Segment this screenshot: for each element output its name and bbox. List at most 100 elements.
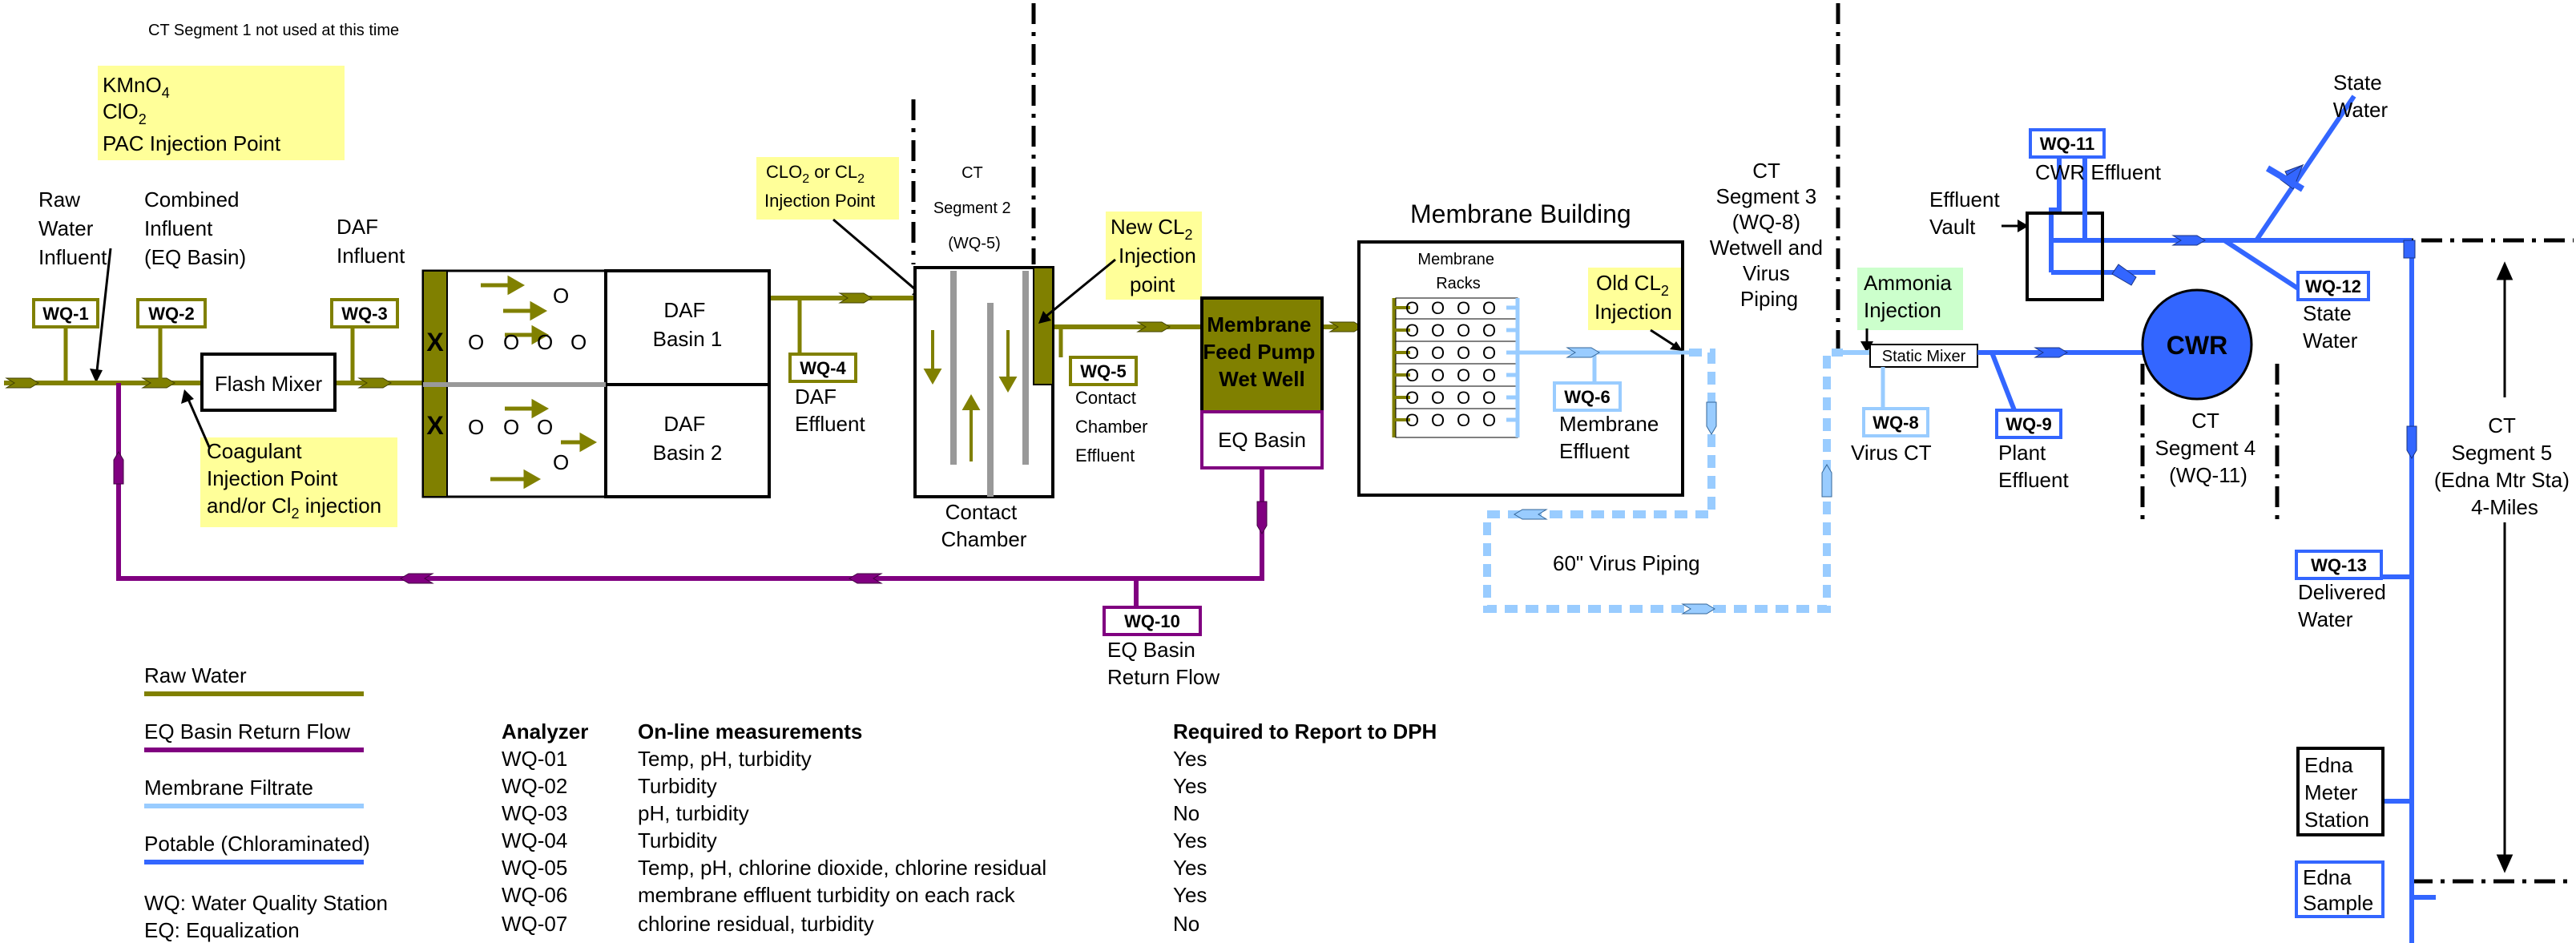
pac-arrowhead <box>90 369 103 383</box>
rack-rows <box>1394 306 1410 421</box>
contact-chamber-label: Contact Chamber <box>941 500 1027 551</box>
svg-text:O: O <box>1457 388 1470 408</box>
table-row-4-analyzer: WQ-04 <box>502 828 567 852</box>
membrane-racks <box>1395 297 1518 438</box>
svg-text:WQ-5: WQ-5 <box>1080 361 1126 381</box>
svg-text:O: O <box>1482 298 1496 318</box>
cwr-effluent-label: CWR Effluent <box>2035 160 2162 184</box>
table-row-5-analyzer: WQ-05 <box>502 856 567 880</box>
svg-text:O: O <box>570 330 587 354</box>
svg-text:O: O <box>1482 320 1496 341</box>
wq11-station: WQ-11 <box>2029 128 2106 159</box>
table-row-3-analyzer: WQ-03 <box>502 801 567 825</box>
svg-text:WQ-2: WQ-2 <box>148 304 194 324</box>
svg-text:O: O <box>1482 388 1496 408</box>
table-row-2-analyzer: WQ-02 <box>502 774 567 798</box>
virus-piping-loop <box>1483 349 1843 613</box>
svg-text:O: O <box>1457 343 1470 363</box>
svg-text:O: O <box>468 330 484 354</box>
wq10-station: WQ-10 <box>1103 606 1202 636</box>
table-row-2-required: Yes <box>1173 774 1207 798</box>
ct-segment5-label-bg <box>2436 397 2576 522</box>
table-row-4-required: Yes <box>1173 828 1207 852</box>
legend-membrane-filtrate: Membrane Filtrate <box>144 776 313 800</box>
membrane-racks-label: Membrane Racks <box>1417 251 1498 292</box>
eq-basin-label: EQ Basin <box>1218 428 1306 452</box>
svg-text:O: O <box>468 415 484 439</box>
legend-raw-water: Raw Water <box>144 663 247 687</box>
svg-text:O: O <box>1431 388 1445 408</box>
svg-text:O: O <box>1457 320 1470 341</box>
contact-chamber-box <box>913 266 1054 498</box>
table-row-4-measurement: Turbidity <box>638 828 717 852</box>
pac-label: PAC Injection Point <box>103 131 281 155</box>
effluent-vault-label: Effluent Vault <box>1929 187 2006 239</box>
table-row-1-measurement: Temp, pH, turbidity <box>638 747 812 771</box>
new-cl2-label: New CL2 Injection point <box>1111 215 1202 296</box>
membrane-building-title: Membrane Building <box>1410 199 1631 228</box>
old-cl2-pointer <box>1650 328 1679 349</box>
old-cl2-arrowhead <box>1670 341 1683 351</box>
svg-text:O: O <box>1431 320 1445 341</box>
svg-text:O: O <box>503 330 519 354</box>
wq8-station: WQ-8 <box>1862 367 1929 437</box>
raw-water-influent-label: Raw Water Influent <box>38 187 107 269</box>
svg-text:O: O <box>537 415 553 439</box>
old-cl2-callout-box <box>1588 268 1681 330</box>
wq5-station: WQ-5 <box>1058 327 1138 386</box>
legend-wq-definition: WQ: Water Quality Station <box>144 891 388 915</box>
daf-basin1-label: DAF Basin 1 <box>653 298 723 351</box>
combined-influent-label: Combined Influent (EQ Basin) <box>144 187 246 269</box>
svg-text:O: O <box>1405 343 1419 363</box>
delivered-water-label: Delivered Water <box>2298 580 2392 631</box>
svg-text:O: O <box>1431 410 1445 430</box>
wq12-station: WQ-12 <box>2296 271 2370 301</box>
svg-text:O: O <box>1405 388 1419 408</box>
wq2-station: WQ-2 <box>136 298 207 383</box>
svg-text:WQ-1: WQ-1 <box>42 304 88 324</box>
legend-eq-definition: EQ: Equalization <box>144 918 300 942</box>
contact-chamber-flow <box>923 330 1018 461</box>
table-row-7-required: No <box>1173 912 1199 936</box>
ct-segment4-label: CT Segment 4 (WQ-11) <box>2155 409 2262 487</box>
coagulant-label: Coagulant Injection Point and/or Cl2 inj… <box>207 439 381 522</box>
svg-text:WQ-10: WQ-10 <box>1124 611 1180 631</box>
clo2-cl2-line2: Injection Point <box>764 191 875 211</box>
edna-meter-station-label: Edna Meter Station <box>2304 753 2369 832</box>
effluent-vault-box <box>2026 212 2104 301</box>
table-row-7-measurement: chlorine residual, turbidity <box>638 912 874 936</box>
wq4-station: WQ-4 <box>788 298 857 383</box>
table-row-1-analyzer: WQ-01 <box>502 747 567 771</box>
svg-text:O: O <box>1431 298 1445 318</box>
edna-sample-box <box>2295 860 2385 918</box>
contact-chamber-effluent-label: Contact Chamber Effluent <box>1075 388 1153 465</box>
svg-text:WQ-6: WQ-6 <box>1564 387 1610 407</box>
state-water-side-label: State Water <box>2303 301 2358 353</box>
ct-segment3-label: CT Segment 3 (WQ-8) Wetwell and Virus Pi… <box>1710 159 1828 311</box>
new-cl2-arrowhead <box>1038 311 1051 324</box>
edna-meter-station-box <box>2296 747 2385 836</box>
static-mixer-label: Static Mixer <box>1882 348 1966 365</box>
daf-basin2-label: DAF Basin 2 <box>653 412 723 465</box>
svg-text:O: O <box>1482 410 1496 430</box>
air-x-top: X <box>426 328 444 357</box>
svg-text:O: O <box>1457 365 1470 385</box>
svg-text:O: O <box>1482 365 1496 385</box>
ct-segment2-label: CT Segment 2 (WQ-5) <box>933 164 1015 252</box>
table-header-required: Required to Report to DPH <box>1173 719 1437 744</box>
rack-divider-lines <box>1396 318 1518 409</box>
ct-segment5-label: CT Segment 5 (Edna Mtr Sta) 4-Miles <box>2434 413 2575 519</box>
svg-text:O: O <box>1405 298 1419 318</box>
coagulant-arrowhead <box>181 389 194 404</box>
analyzer-table: Analyzer On-line measurements Required t… <box>502 719 1437 936</box>
table-row-6-measurement: membrane effluent turbidity on each rack <box>638 883 1016 907</box>
svg-text:O: O <box>503 415 519 439</box>
ammonia-label: Ammonia Injection <box>1864 271 1957 322</box>
potable-pipes <box>1977 95 2436 943</box>
ct-segment1-note: CT Segment 1 not used at this time <box>148 22 399 39</box>
legend-eq-return: EQ Basin Return Flow <box>144 719 350 744</box>
new-cl2-callout-box <box>1106 212 1202 300</box>
membrane-effluent-label: Membrane Effluent <box>1559 412 1665 463</box>
coagulant-callout-box <box>200 437 397 527</box>
